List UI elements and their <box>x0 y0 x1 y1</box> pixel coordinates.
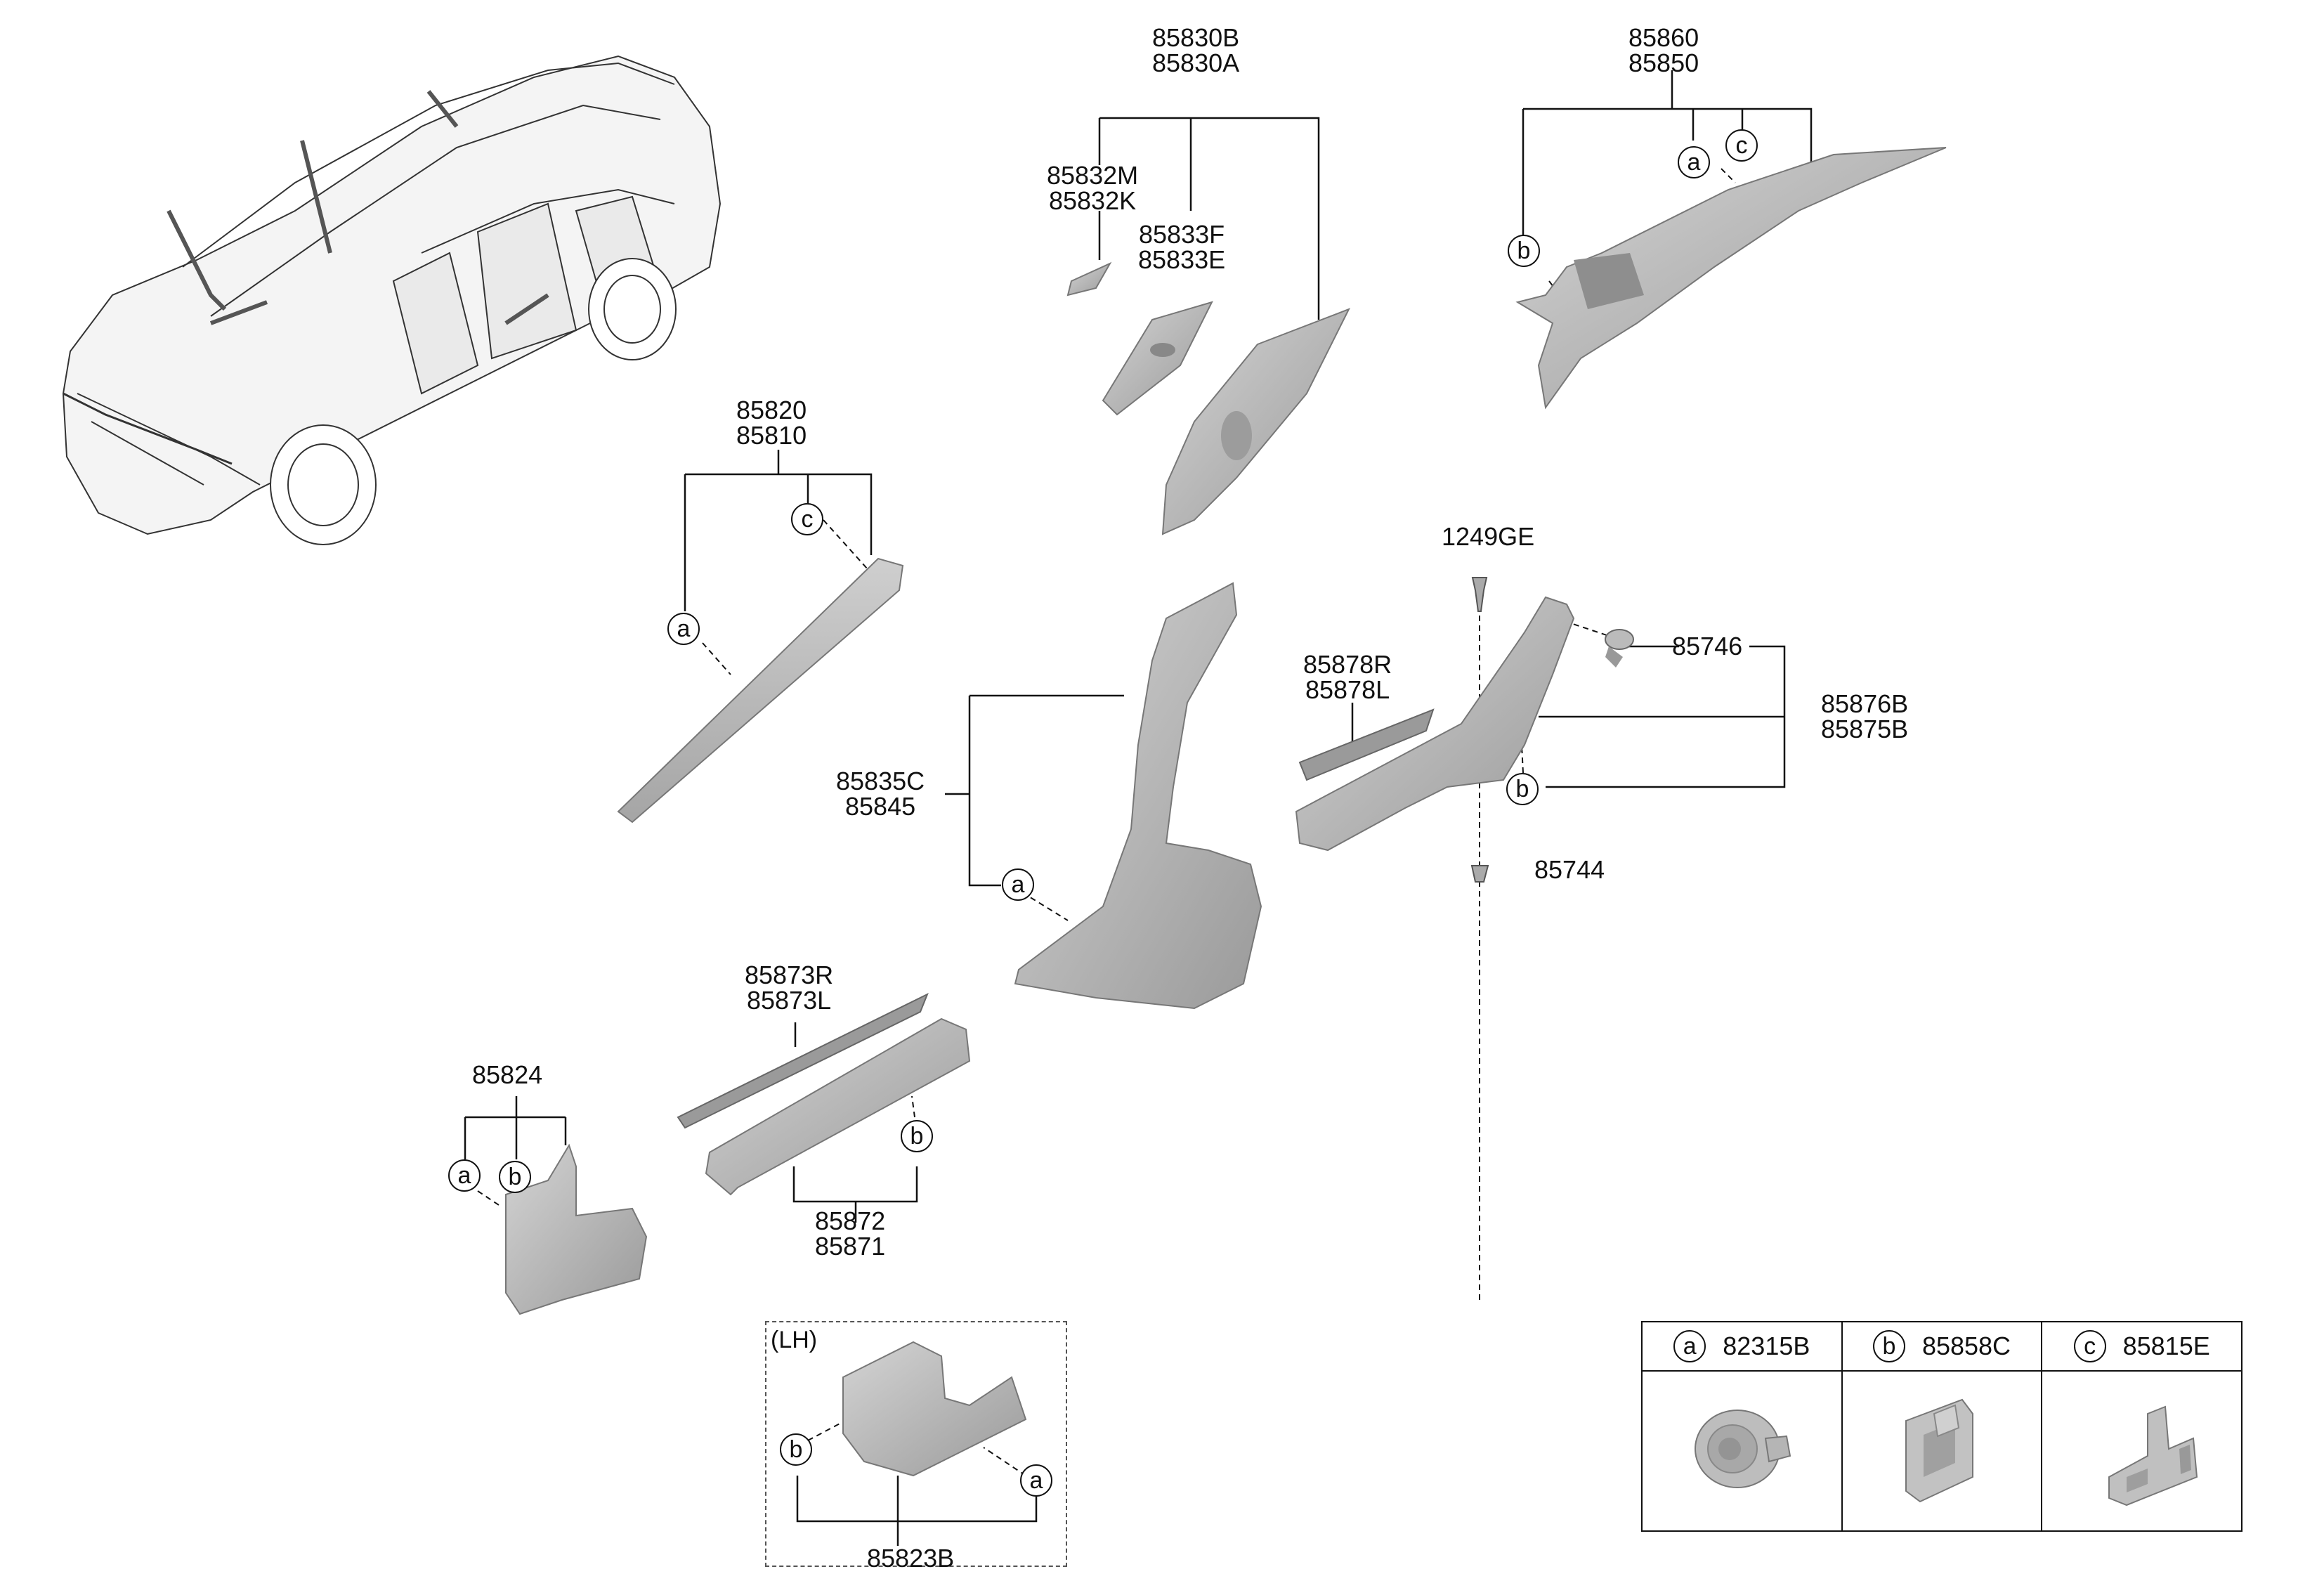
label-85873-line1: 85873R <box>745 961 834 989</box>
label-85832: 85832M 85832K <box>1047 163 1138 214</box>
label-85833: 85833F 85833E <box>1138 222 1225 273</box>
label-85876-line2: 85875B <box>1821 715 1909 743</box>
label-1249GE-line: 1249GE <box>1442 522 1535 551</box>
legend-part-a: 82315B <box>1723 1332 1810 1360</box>
legend-cell-c: c 85815E <box>2042 1322 2242 1530</box>
label-85833-line1: 85833F <box>1139 220 1225 249</box>
label-85744-line: 85744 <box>1534 855 1605 884</box>
callout-c-85860: c <box>1725 129 1758 162</box>
legend-cell-a: a 82315B <box>1643 1322 1843 1530</box>
label-85830-line1: 85830B <box>1152 23 1240 52</box>
label-85835: 85835C 85845 <box>836 769 925 819</box>
legend-callout-a: a <box>1673 1330 1706 1362</box>
legend-callout-b: b <box>1872 1330 1905 1362</box>
label-85860-line1: 85860 <box>1628 23 1699 52</box>
part-85824 <box>505 1143 648 1315</box>
retainer-clip-icon <box>1843 1372 2042 1530</box>
lh-tag: (LH) <box>771 1327 818 1353</box>
label-85823B: 85823B <box>867 1546 954 1571</box>
callout-b-85872: b <box>901 1120 933 1152</box>
label-85878-line1: 85878R <box>1303 650 1392 679</box>
label-85835-line2: 85845 <box>845 792 916 821</box>
callout-a-85835: a <box>1002 868 1034 901</box>
legend-part-c: 85815E <box>2122 1332 2210 1360</box>
legend-callout-c: c <box>2073 1330 2106 1362</box>
part-85823B <box>842 1341 1027 1477</box>
label-85876: 85876B 85875B <box>1821 691 1908 742</box>
part-85876 <box>1295 596 1575 852</box>
legend-cell-b: b 85858C <box>1842 1322 2043 1530</box>
label-85820-line1: 85820 <box>736 396 807 424</box>
legend-part-b: 85858C <box>1921 1332 2011 1360</box>
part-85833 <box>1102 301 1213 416</box>
hook-clip-icon <box>2042 1372 2241 1530</box>
label-85873-line2: 85873L <box>746 986 832 1015</box>
part-85835 <box>1014 582 1262 1010</box>
label-85872: 85872 85871 <box>815 1209 885 1259</box>
label-85872-line2: 85871 <box>815 1232 886 1261</box>
label-1249GE: 1249GE <box>1442 524 1534 549</box>
callout-b-85860: b <box>1508 235 1540 267</box>
label-85824-line: 85824 <box>472 1060 543 1089</box>
lh-detail-box: (LH) <box>765 1321 1067 1567</box>
label-85833-line2: 85833E <box>1138 245 1226 274</box>
part-85872 <box>705 1017 971 1196</box>
label-85832-line2: 85832K <box>1048 186 1137 215</box>
label-85830-line2: 85830A <box>1152 48 1240 77</box>
label-85835-line1: 85835C <box>836 767 925 795</box>
fastener-legend-table: a 82315B b 85858C c 85815E <box>1641 1321 2243 1532</box>
callout-b-85823B: b <box>780 1433 812 1466</box>
callout-b-85824: b <box>499 1161 531 1193</box>
label-85876-line1: 85876B <box>1821 689 1909 718</box>
callout-c-85830: c <box>791 503 823 535</box>
label-85860: 85860 85850 <box>1628 25 1699 76</box>
legend-header-a: a 82315B <box>1643 1322 1841 1372</box>
callout-a-85860: a <box>1678 146 1710 178</box>
label-85873: 85873R 85873L <box>745 963 833 1013</box>
label-85824: 85824 <box>472 1062 542 1088</box>
part-85860 <box>1515 147 1947 410</box>
callout-a-85823B: a <box>1020 1464 1052 1497</box>
label-85860-line2: 85850 <box>1628 48 1699 77</box>
label-85823B-line: 85823B <box>867 1544 955 1573</box>
legend-header-b: b 85858C <box>1842 1322 2042 1372</box>
part-85746 <box>1605 629 1634 668</box>
part-85744 <box>1470 865 1489 883</box>
car-illustration <box>62 55 722 545</box>
label-85872-line1: 85872 <box>815 1206 886 1235</box>
label-85878: 85878R 85878L <box>1303 652 1392 703</box>
label-85746-line: 85746 <box>1672 632 1743 660</box>
label-85878-line2: 85878L <box>1305 675 1390 704</box>
legend-header-c: c 85815E <box>2042 1322 2242 1372</box>
part-85832 <box>1066 261 1112 297</box>
label-85744: 85744 <box>1534 857 1605 883</box>
part-85820 <box>617 557 904 824</box>
grommet-clip-icon <box>1643 1372 1841 1530</box>
part-85878 <box>1298 708 1435 781</box>
label-85820-line2: 85810 <box>736 421 807 450</box>
label-85820: 85820 85810 <box>736 398 807 448</box>
label-85832-line1: 85832M <box>1047 161 1139 190</box>
part-1249GE <box>1471 577 1488 612</box>
callout-a-85820: a <box>667 613 700 645</box>
label-85830: 85830B 85830A <box>1152 25 1239 76</box>
callout-b-85876: b <box>1506 773 1539 805</box>
label-85746: 85746 <box>1672 634 1742 659</box>
part-85873 <box>677 992 929 1129</box>
leader-lines <box>464 70 1813 1546</box>
callout-a-85824: a <box>448 1159 481 1192</box>
part-85830 <box>1161 308 1351 535</box>
